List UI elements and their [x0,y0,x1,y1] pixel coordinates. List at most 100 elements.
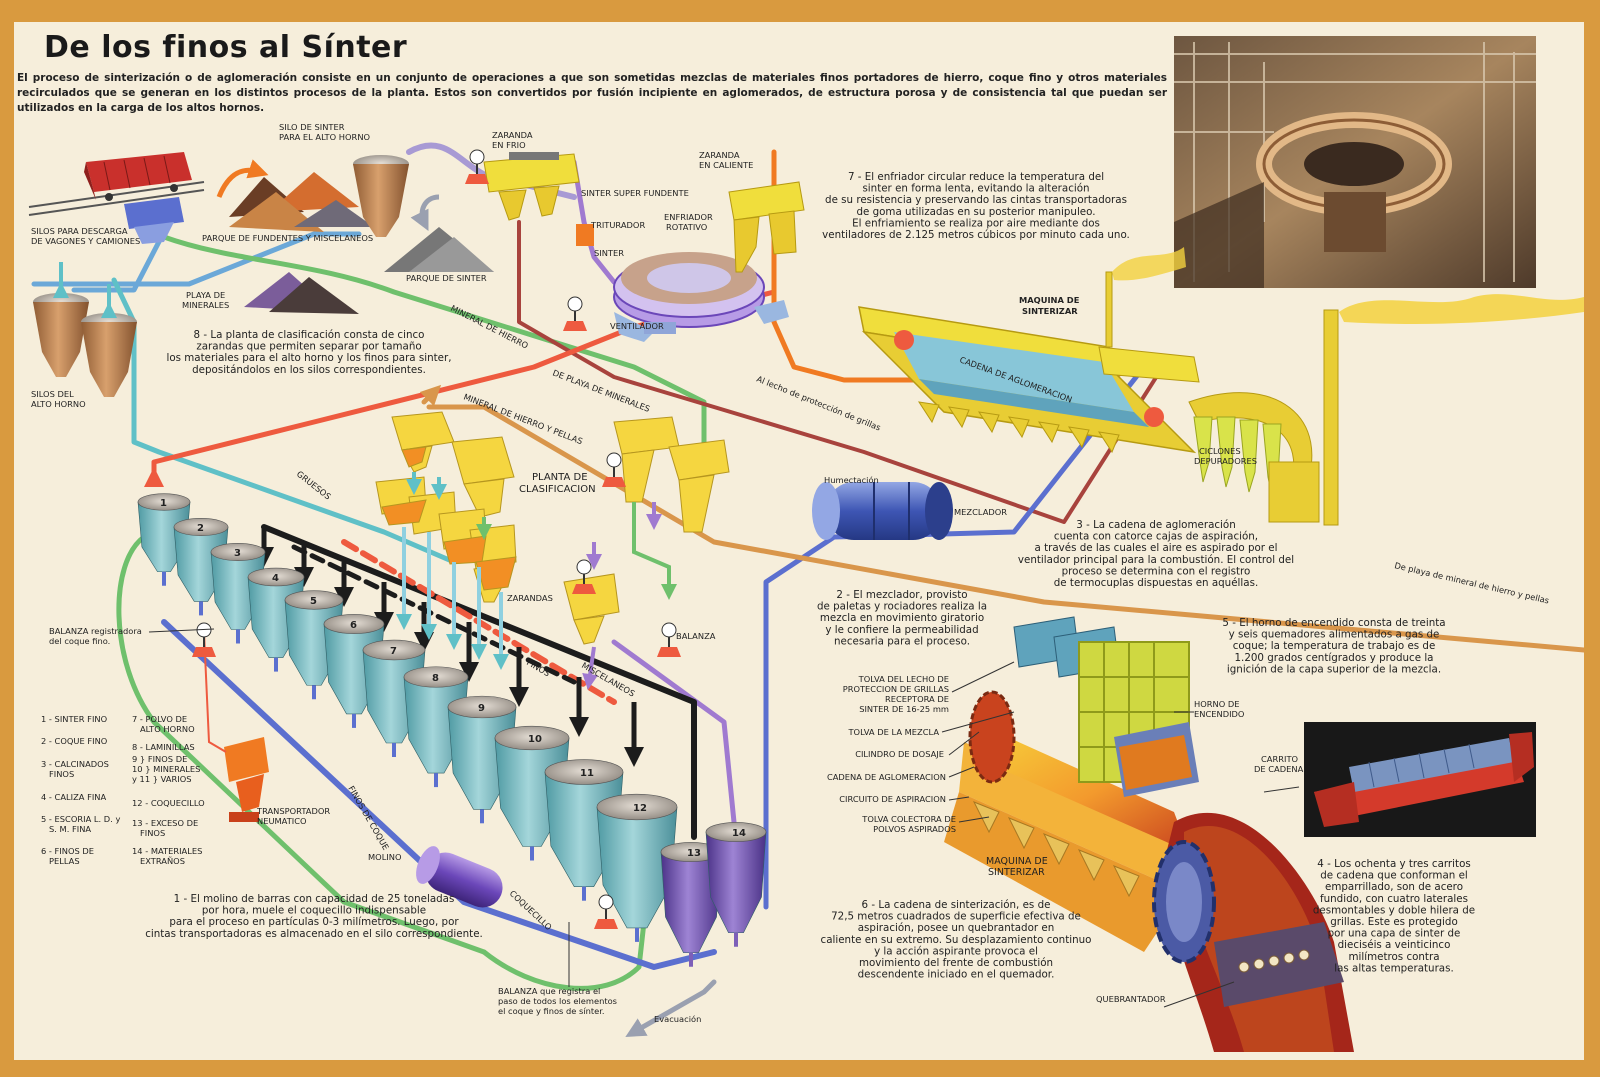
label-tolva-mezcla: TOLVA DE LA MEZCLA [847,727,939,737]
label-humectacion: Humectación [824,475,879,485]
transport-paths [31,142,1584,1037]
label-circuito: CIRCUITO DE ASPIRACION [839,794,946,804]
legend-item: 12 - COQUECILLO [132,798,205,808]
silo-14: 14 [705,822,767,947]
zaranda-feed-arrows [396,472,677,690]
gray-arrow [410,194,440,231]
parque-fundentes-piles [229,172,374,232]
weighing-scale-icon [563,296,587,331]
silo-number: 5 [310,596,317,607]
legend-item: 8 - LAMINILLAS [132,742,195,752]
silo-number: 11 [580,768,594,779]
silo-number: 9 [478,703,485,714]
weighing-scale-icon [192,622,216,657]
note-7: 7 - El enfriador circular reduce la temp… [822,171,1130,241]
weighing-scale-icon [572,559,596,594]
explanatory-notes: 1 - El molino de barras con capacidad de… [145,171,1475,981]
playa-minerales-pile [244,272,359,314]
silo-number: 13 [687,848,701,859]
silo-number: 7 [390,646,397,657]
label-mineral-hierro-pellas: MINERAL DE HIERRO Y PELLAS [462,392,584,447]
label-zarandas: ZARANDAS [507,593,553,603]
weighing-scale-icon [602,452,626,487]
maquina-de-sinterizar-bottom [944,616,1199,952]
zaranda-en-caliente [728,181,805,273]
label-evacuacion: Evacuación [654,1014,701,1024]
label-parque-sinter: PARQUE DE SINTER [406,273,487,283]
silo-number: 10 [528,734,542,745]
label-triturador: TRITURADOR [590,220,645,230]
legend-item: 4 - CALIZA FINA [41,792,107,802]
label-cadena-bottom: CADENA DE AGLOMERACION [827,772,946,782]
carrito-de-cadena [1304,722,1536,837]
quebrantador-wheel [1152,812,1354,1052]
ciclones-depuradores [1188,392,1320,523]
label-parque-fundentes: PARQUE DE FUNDENTES Y MISCELANEOS [202,233,373,243]
leader-lines [148,628,1300,1008]
maquina-de-sinterizar-top [858,271,1200,454]
weighing-scale-icon [465,149,489,184]
weighing-scale-icon [657,622,681,657]
note-5: 5 - El horno de encendido consta de trei… [1222,617,1445,675]
label-mezclador: MEZCLADOR [954,507,1007,517]
label-cilindro: CILINDRO DE DOSAJE [855,749,944,759]
label-quebrantador: QUEBRANTADOR [1096,994,1166,1004]
intro-paragraph: El proceso de sinterización o de aglomer… [17,72,1167,114]
silo-number: 14 [732,828,746,839]
zarandas-clasificacion [375,411,730,645]
orange-arrow [216,159,269,198]
triturador [576,224,594,246]
label-gruesos: GRUESOS [295,469,333,502]
transportador-neumatico [203,631,269,822]
note-8: 8 - La planta de clasificación consta de… [166,329,451,376]
silo-number: 4 [272,573,279,584]
silo-number: 8 [432,673,439,684]
label-sinter-super-fundente: SINTER SUPER FUNDENTE [581,188,689,198]
silo-number: 1 [160,498,167,509]
silo-number: 2 [197,523,204,534]
label-de-playa-pellas: De playa de mineral de hierro y pellas [1394,560,1551,605]
molino-drum [416,846,503,908]
label-finos-de-coque: FINOS DE COQUE [346,784,391,852]
label-de-playa-de-minerales: DE PLAYA DE MINERALES [551,368,651,414]
silo-number: 3 [234,548,241,559]
silos-alto-horno [33,262,137,397]
feed-arrows [254,527,644,767]
silo-number: 12 [633,803,647,814]
label-sinter: SINTER [594,248,624,258]
silo-12: 12 [596,793,678,942]
label-balanza: BALANZA [676,631,716,641]
silo-number: 6 [350,620,357,631]
chimney-smoke-icon [1112,247,1584,526]
label-molino: MOLINO [368,852,402,862]
rail-wagon-icon [28,152,205,244]
